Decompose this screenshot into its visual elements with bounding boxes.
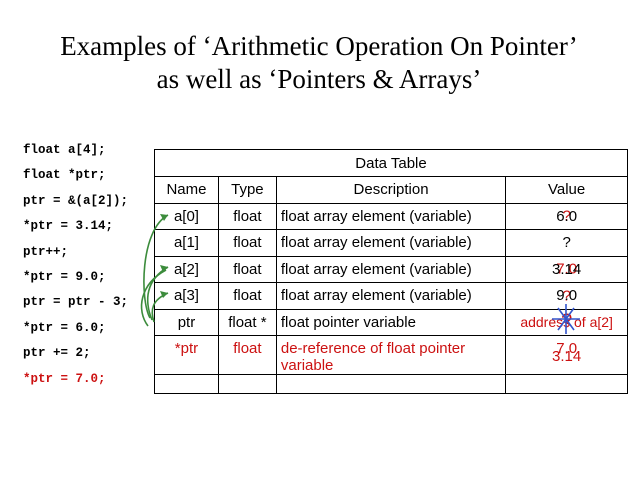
table-row: a[3] float float array element (variable… xyxy=(154,282,628,310)
cell-type: float xyxy=(217,202,277,230)
cell-type: float * xyxy=(217,308,277,336)
overwritten-value: 3.14 xyxy=(552,348,582,365)
code-listing: float a[4]; float *ptr; ptr = &(a[2]); *… xyxy=(23,143,128,397)
pointer-origin-icon xyxy=(552,304,580,334)
code-line: ptr = ptr - 3; xyxy=(23,295,129,310)
table-row: a[1] float float array element (variable… xyxy=(154,229,628,257)
arrowhead xyxy=(160,214,168,221)
table-row: *ptr float de-reference of float pointer… xyxy=(154,335,628,375)
code-line: *ptr = 3.14; xyxy=(23,219,114,234)
cell-type: float xyxy=(217,282,277,310)
cell-description: float array element (variable) xyxy=(275,282,507,310)
code-line: *ptr = 6.0; xyxy=(23,320,106,335)
header-value: Value xyxy=(505,176,628,204)
table-row: a[0] float float array element (variable… xyxy=(154,202,628,230)
arrow-to-a3 xyxy=(151,292,169,323)
table-row: a[2] float float array element (variable… xyxy=(154,255,628,283)
cell-name: ptr xyxy=(154,308,219,336)
table-header-row: Name Type Description Value xyxy=(154,176,628,204)
cell-type: float xyxy=(217,335,277,375)
cell-value: 3.14 7.0 xyxy=(505,335,628,375)
arrow-to-a0 xyxy=(143,214,169,319)
overwritten-value: ? xyxy=(562,287,571,305)
slide-title-line1: Examples of ‘Arithmetic Operation On Poi… xyxy=(60,31,578,61)
code-line: ptr += 2; xyxy=(23,346,91,361)
header-type: Type xyxy=(217,176,277,204)
arrow-to-a2 xyxy=(146,266,169,321)
current-value: 6.0 xyxy=(556,207,578,225)
current-value: 7.0 xyxy=(556,340,578,357)
arrowhead xyxy=(160,265,168,272)
cell-description: float pointer variable xyxy=(275,308,507,336)
cell-value: 7.0 3.14 xyxy=(505,255,628,283)
cell-description: float array element (variable) xyxy=(275,255,507,283)
table-row-empty xyxy=(154,374,628,394)
code-line: *ptr = 9.0; xyxy=(23,269,106,284)
overwritten-value: ? xyxy=(562,207,571,225)
table-caption: Data Table xyxy=(154,149,628,177)
arrow-to-a2-shadow xyxy=(140,269,167,327)
code-line: float a[4]; xyxy=(23,143,106,157)
current-value: 9.0 xyxy=(556,287,578,305)
arrowhead xyxy=(160,291,168,298)
code-line-highlighted: *ptr = 7.0; xyxy=(23,371,106,386)
code-line: ptr = &(a[2]); xyxy=(23,193,129,208)
cell-description: float array element (variable) xyxy=(275,229,507,257)
cell-value: ? xyxy=(505,229,628,257)
header-name: Name xyxy=(154,176,219,204)
current-value: 3.14 xyxy=(552,260,582,278)
cell-value: ? 6.0 xyxy=(505,202,628,230)
slide-title-line2: as well as ‘Pointers & Arrays’ xyxy=(156,64,482,94)
code-line: float *ptr; xyxy=(23,168,106,183)
code-line: ptr++; xyxy=(23,244,69,259)
cell-name: a[1] xyxy=(154,229,219,257)
cell-description: float array element (variable) xyxy=(275,202,507,230)
overwritten-value: 7.0 xyxy=(556,260,578,278)
cell-name: *ptr xyxy=(154,335,219,375)
cell-description: de-reference of float pointer variable xyxy=(275,335,507,375)
data-table: Data Table Name Type Description Value a… xyxy=(154,149,628,394)
cell-value: ? 9.0 xyxy=(505,282,628,310)
cell-name: a[3] xyxy=(154,282,219,310)
header-description: Description xyxy=(275,176,507,204)
